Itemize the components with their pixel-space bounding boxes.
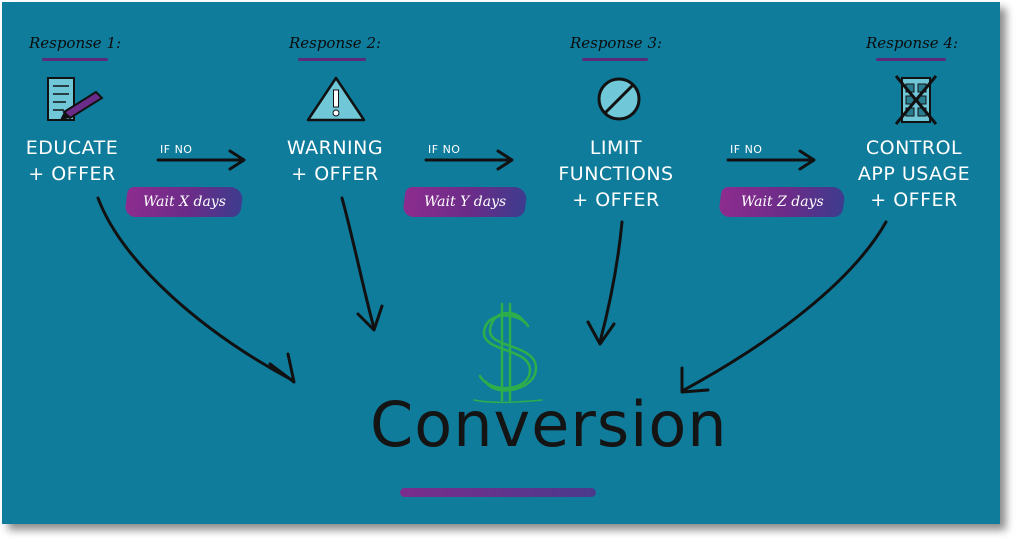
step-1-line-1: EDUCATE: [25, 137, 119, 159]
connector-layer: [96, 149, 888, 404]
diagram-canvas: Response 1: Response 2: Response 3: Resp…: [2, 2, 1000, 524]
step-1-text: EDUCATE + OFFER: [26, 135, 118, 187]
response-2-underline: [298, 58, 366, 61]
step-4-to-conversion-arrow: [680, 220, 888, 394]
conversion-label: Conversion: [370, 388, 728, 461]
step-4-line-1: CONTROL: [865, 137, 963, 159]
step-2-text: WARNING + OFFER: [287, 135, 383, 187]
warning-triangle-icon: [306, 76, 366, 122]
dollar-sign-icon: [473, 302, 543, 404]
step-3-text: LIMIT FUNCTIONS + OFFER: [558, 135, 673, 213]
step-4-line-3: + OFFER: [870, 189, 958, 211]
step-1-to-conversion-arrow: [96, 196, 296, 384]
prohibited-icon: [597, 77, 641, 121]
step-3-line-2: FUNCTIONS: [558, 163, 674, 185]
edit-document-icon: [47, 77, 104, 121]
transition-1-condition: IF NO: [160, 143, 193, 156]
blocked-app-icon: [894, 75, 938, 125]
step-2-line-1: WARNING: [286, 137, 384, 159]
response-1-underline: [42, 58, 108, 61]
step-1-line-2: + OFFER: [28, 163, 116, 185]
transition-3-condition: IF NO: [730, 143, 763, 156]
step-3-line-3: + OFFER: [572, 189, 660, 211]
conversion-underline: [400, 488, 596, 497]
response-3-underline: [582, 58, 648, 61]
step-3-line-1: LIMIT: [589, 137, 643, 159]
response-1-label: Response 1:: [28, 34, 122, 52]
response-4-label: Response 4:: [865, 34, 959, 52]
transition-2-arrow: [424, 149, 514, 171]
step-2-line-2: + OFFER: [291, 163, 379, 185]
response-2-label: Response 2:: [288, 34, 382, 52]
transition-2-condition: IF NO: [428, 143, 461, 156]
step-4-text: CONTROL APP USAGE + OFFER: [858, 135, 970, 213]
response-4-underline: [876, 58, 946, 61]
step-4-line-2: APP USAGE: [857, 163, 971, 185]
transition-3-arrow: [726, 149, 816, 171]
response-3-label: Response 3:: [569, 34, 663, 52]
transition-1-arrow: [156, 149, 246, 171]
step-3-to-conversion-arrow: [586, 220, 624, 346]
step-2-to-conversion-arrow: [340, 196, 384, 332]
